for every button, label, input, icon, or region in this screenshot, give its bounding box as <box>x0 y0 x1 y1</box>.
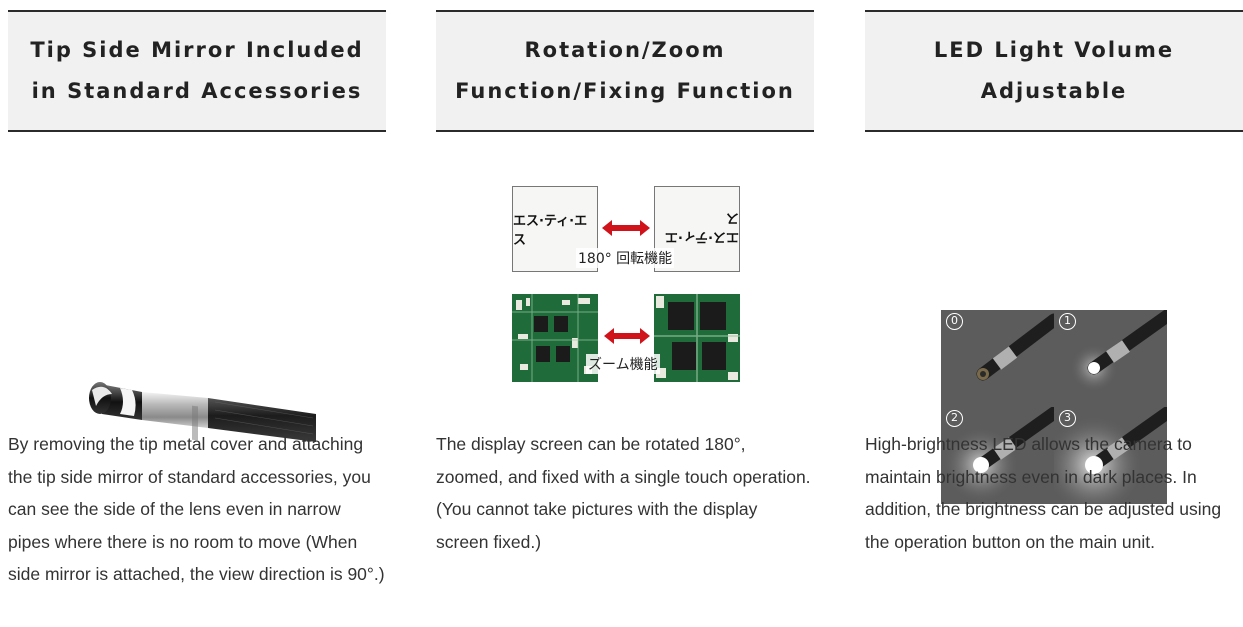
double-arrow-icon <box>604 328 650 344</box>
feature-rotation-zoom: Rotation/Zoom Function/Fixing Function エ… <box>436 10 814 552</box>
feature-title: Rotation/Zoom Function/Fixing Function <box>455 38 795 103</box>
feature-description: High-brightness LED allows the camera to… <box>865 434 1222 552</box>
feature-header: Rotation/Zoom Function/Fixing Function <box>436 10 814 132</box>
feature-description: By removing the tip metal cover and atta… <box>8 434 385 584</box>
rotation-caption: 180° 回転機能 <box>576 248 675 268</box>
led-level-grid: 0 1 <box>941 310 1167 504</box>
pcb-normal-image <box>512 294 598 382</box>
feature-description: The display screen can be rotated 180°, … <box>436 434 811 552</box>
feature-header: Tip Side Mirror Included in Standard Acc… <box>8 10 386 132</box>
feature-image <box>8 132 386 442</box>
feature-image: エス·ティ·エス エス·ティ·エス 180° 回転機能 <box>436 132 814 400</box>
feature-side-mirror: Tip Side Mirror Included in Standard Acc… <box>8 10 386 584</box>
led-level-3: 3 <box>1054 407 1167 504</box>
scope-tip-mirror-image <box>89 382 316 442</box>
feature-image: 0 1 <box>865 132 1243 504</box>
led-level-2: 2 <box>941 407 1054 504</box>
feature-led: LED Light Volume Adjustable 0 <box>865 10 1243 552</box>
feature-header: LED Light Volume Adjustable <box>865 10 1243 132</box>
led-level-0: 0 <box>941 310 1054 407</box>
pcb-zoomed-image <box>654 294 740 382</box>
double-arrow-icon <box>602 220 650 236</box>
feature-title: LED Light Volume Adjustable <box>933 38 1175 103</box>
feature-title: Tip Side Mirror Included in Standard Acc… <box>30 38 364 103</box>
led-level-1: 1 <box>1054 310 1167 407</box>
zoom-caption: ズーム機能 <box>586 354 660 374</box>
